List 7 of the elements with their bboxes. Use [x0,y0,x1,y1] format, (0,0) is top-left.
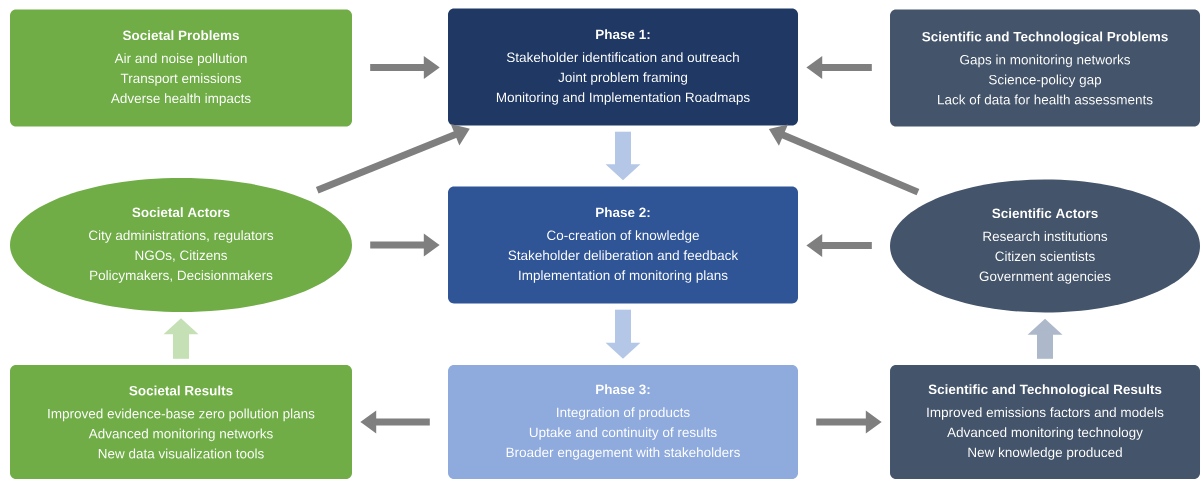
phase-box: Phase 1: Stakeholder identification and outreach Joint problem framing Monitoring and Implementation Roadmaps [448,8,798,126]
results-box: Scientific and Technological Results Improved emissions factors and models Advanced monitoring technology New knowledge produced [890,365,1200,479]
problem-box: Scientific and Technological Problems Gaps in monitoring networks Science-policy gap Lack of data for health assessments [890,9,1200,127]
phase-box: Phase 2: Co-creation of knowledge Stakeholder deliberation and feedback Implementation of monitoring plans [448,186,798,304]
phase-box: Phase 3: Integration of products Uptake and continuity of results Broader engagement with stakeholders [448,365,798,479]
results-box: Societal Results Improved evidence-base zero pollution plans Advanced monitoring networks New data visualization tools [10,365,352,479]
problem-box: Societal Problems Air and noise pollution Transport emissions Adverse health impacts [10,9,352,127]
